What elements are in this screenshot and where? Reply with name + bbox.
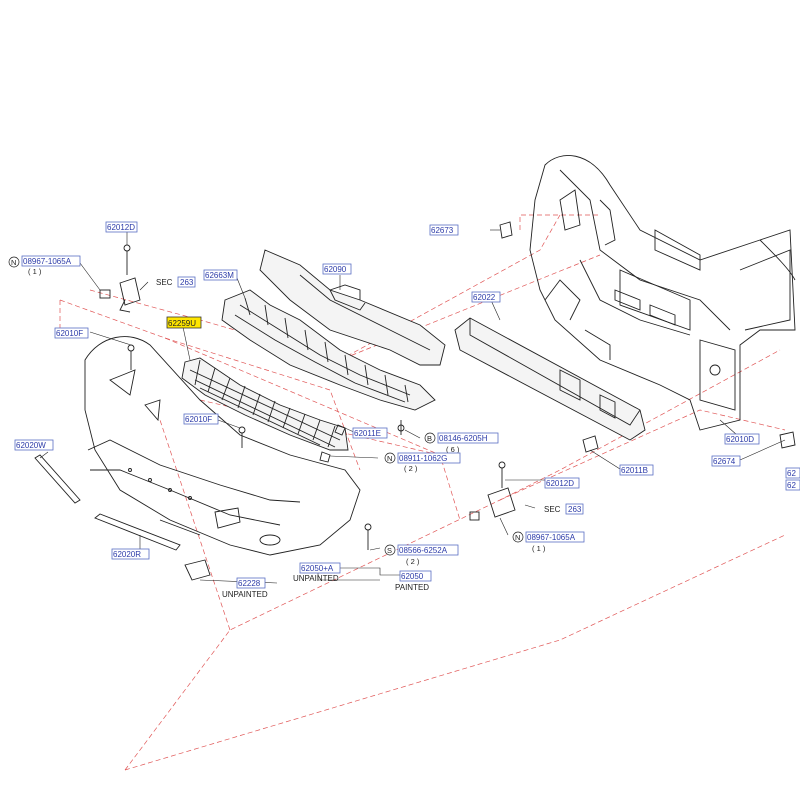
label-painted: PAINTED: [395, 583, 429, 592]
qty-label-1-top: ( 1 ): [28, 267, 42, 276]
part-label-62020r: 62020R: [113, 550, 141, 559]
energy-absorber: [259, 249, 446, 366]
dashed-guide-lines: [59, 214, 786, 771]
part-label-08911: 08911-1062G: [399, 454, 447, 463]
bumper-fascia: [84, 336, 361, 556]
note-n-top: N: [11, 258, 16, 267]
part-label-62010d: 62010D: [726, 435, 754, 444]
part-label-62010f-left: 62010F: [56, 329, 83, 338]
part-label-edge-1: 62: [787, 469, 796, 478]
part-label-62022: 62022: [473, 293, 496, 302]
qty-label-1-bottom: ( 1 ): [532, 544, 546, 553]
part-label-62012d-top: 62012D: [107, 223, 135, 232]
bumper-lip-moldings: [34, 454, 181, 551]
part-labels: 62012D N 08967-1065A ( 1 ) SEC 263 62663…: [8, 221, 800, 599]
sec-number-top: 263: [180, 278, 194, 287]
part-label-08566: 08566-6252A: [399, 546, 448, 555]
qty-label-2-n: ( 2 ): [404, 464, 418, 473]
part-label-62050a: 62050+A: [301, 564, 334, 573]
grille-bracket: [221, 289, 436, 411]
label-unpainted-2: UNPAINTED: [222, 590, 268, 599]
note-n-mid: N: [387, 454, 392, 463]
part-label-62011b: 62011B: [621, 466, 648, 475]
part-label-62663m: 62663M: [205, 271, 234, 280]
part-label-62010f-mid: 62010F: [185, 415, 212, 424]
note-s: S: [387, 546, 392, 555]
sec-label-top: SEC: [156, 278, 173, 287]
part-label-edge-2: 62: [787, 481, 796, 490]
part-label-62259u: 62259U: [168, 319, 196, 328]
part-label-62674: 62674: [713, 457, 736, 466]
part-label-62012d-bottom: 62012D: [546, 479, 574, 488]
part-label-08967-top: 08967-1065A: [23, 257, 72, 266]
qty-label-6: ( 6 ): [446, 445, 460, 454]
part-label-08967-bottom: 08967-1065A: [527, 533, 576, 542]
part-label-62090: 62090: [324, 265, 347, 274]
label-unpainted-1: UNPAINTED: [293, 574, 339, 583]
sec-number-bottom: 263: [568, 505, 582, 514]
tow-hook-cover: [184, 559, 211, 581]
part-label-62020w: 62020W: [16, 441, 46, 450]
note-n-bottom: N: [515, 533, 520, 542]
bumper-reinforcement-beam: [454, 317, 646, 441]
sec-label-bottom: SEC: [544, 505, 561, 514]
part-label-62011e: 62011E: [354, 429, 381, 438]
lower-grille: [181, 357, 349, 451]
part-label-62228: 62228: [238, 579, 261, 588]
part-label-62050: 62050: [401, 572, 424, 581]
note-b: B: [427, 434, 432, 443]
qty-label-2-s: ( 2 ): [406, 557, 420, 566]
part-label-08146: 08146-6205H: [439, 434, 488, 443]
vehicle-front-structure: [529, 155, 796, 431]
part-label-62673: 62673: [431, 226, 454, 235]
fasteners: [99, 221, 796, 550]
